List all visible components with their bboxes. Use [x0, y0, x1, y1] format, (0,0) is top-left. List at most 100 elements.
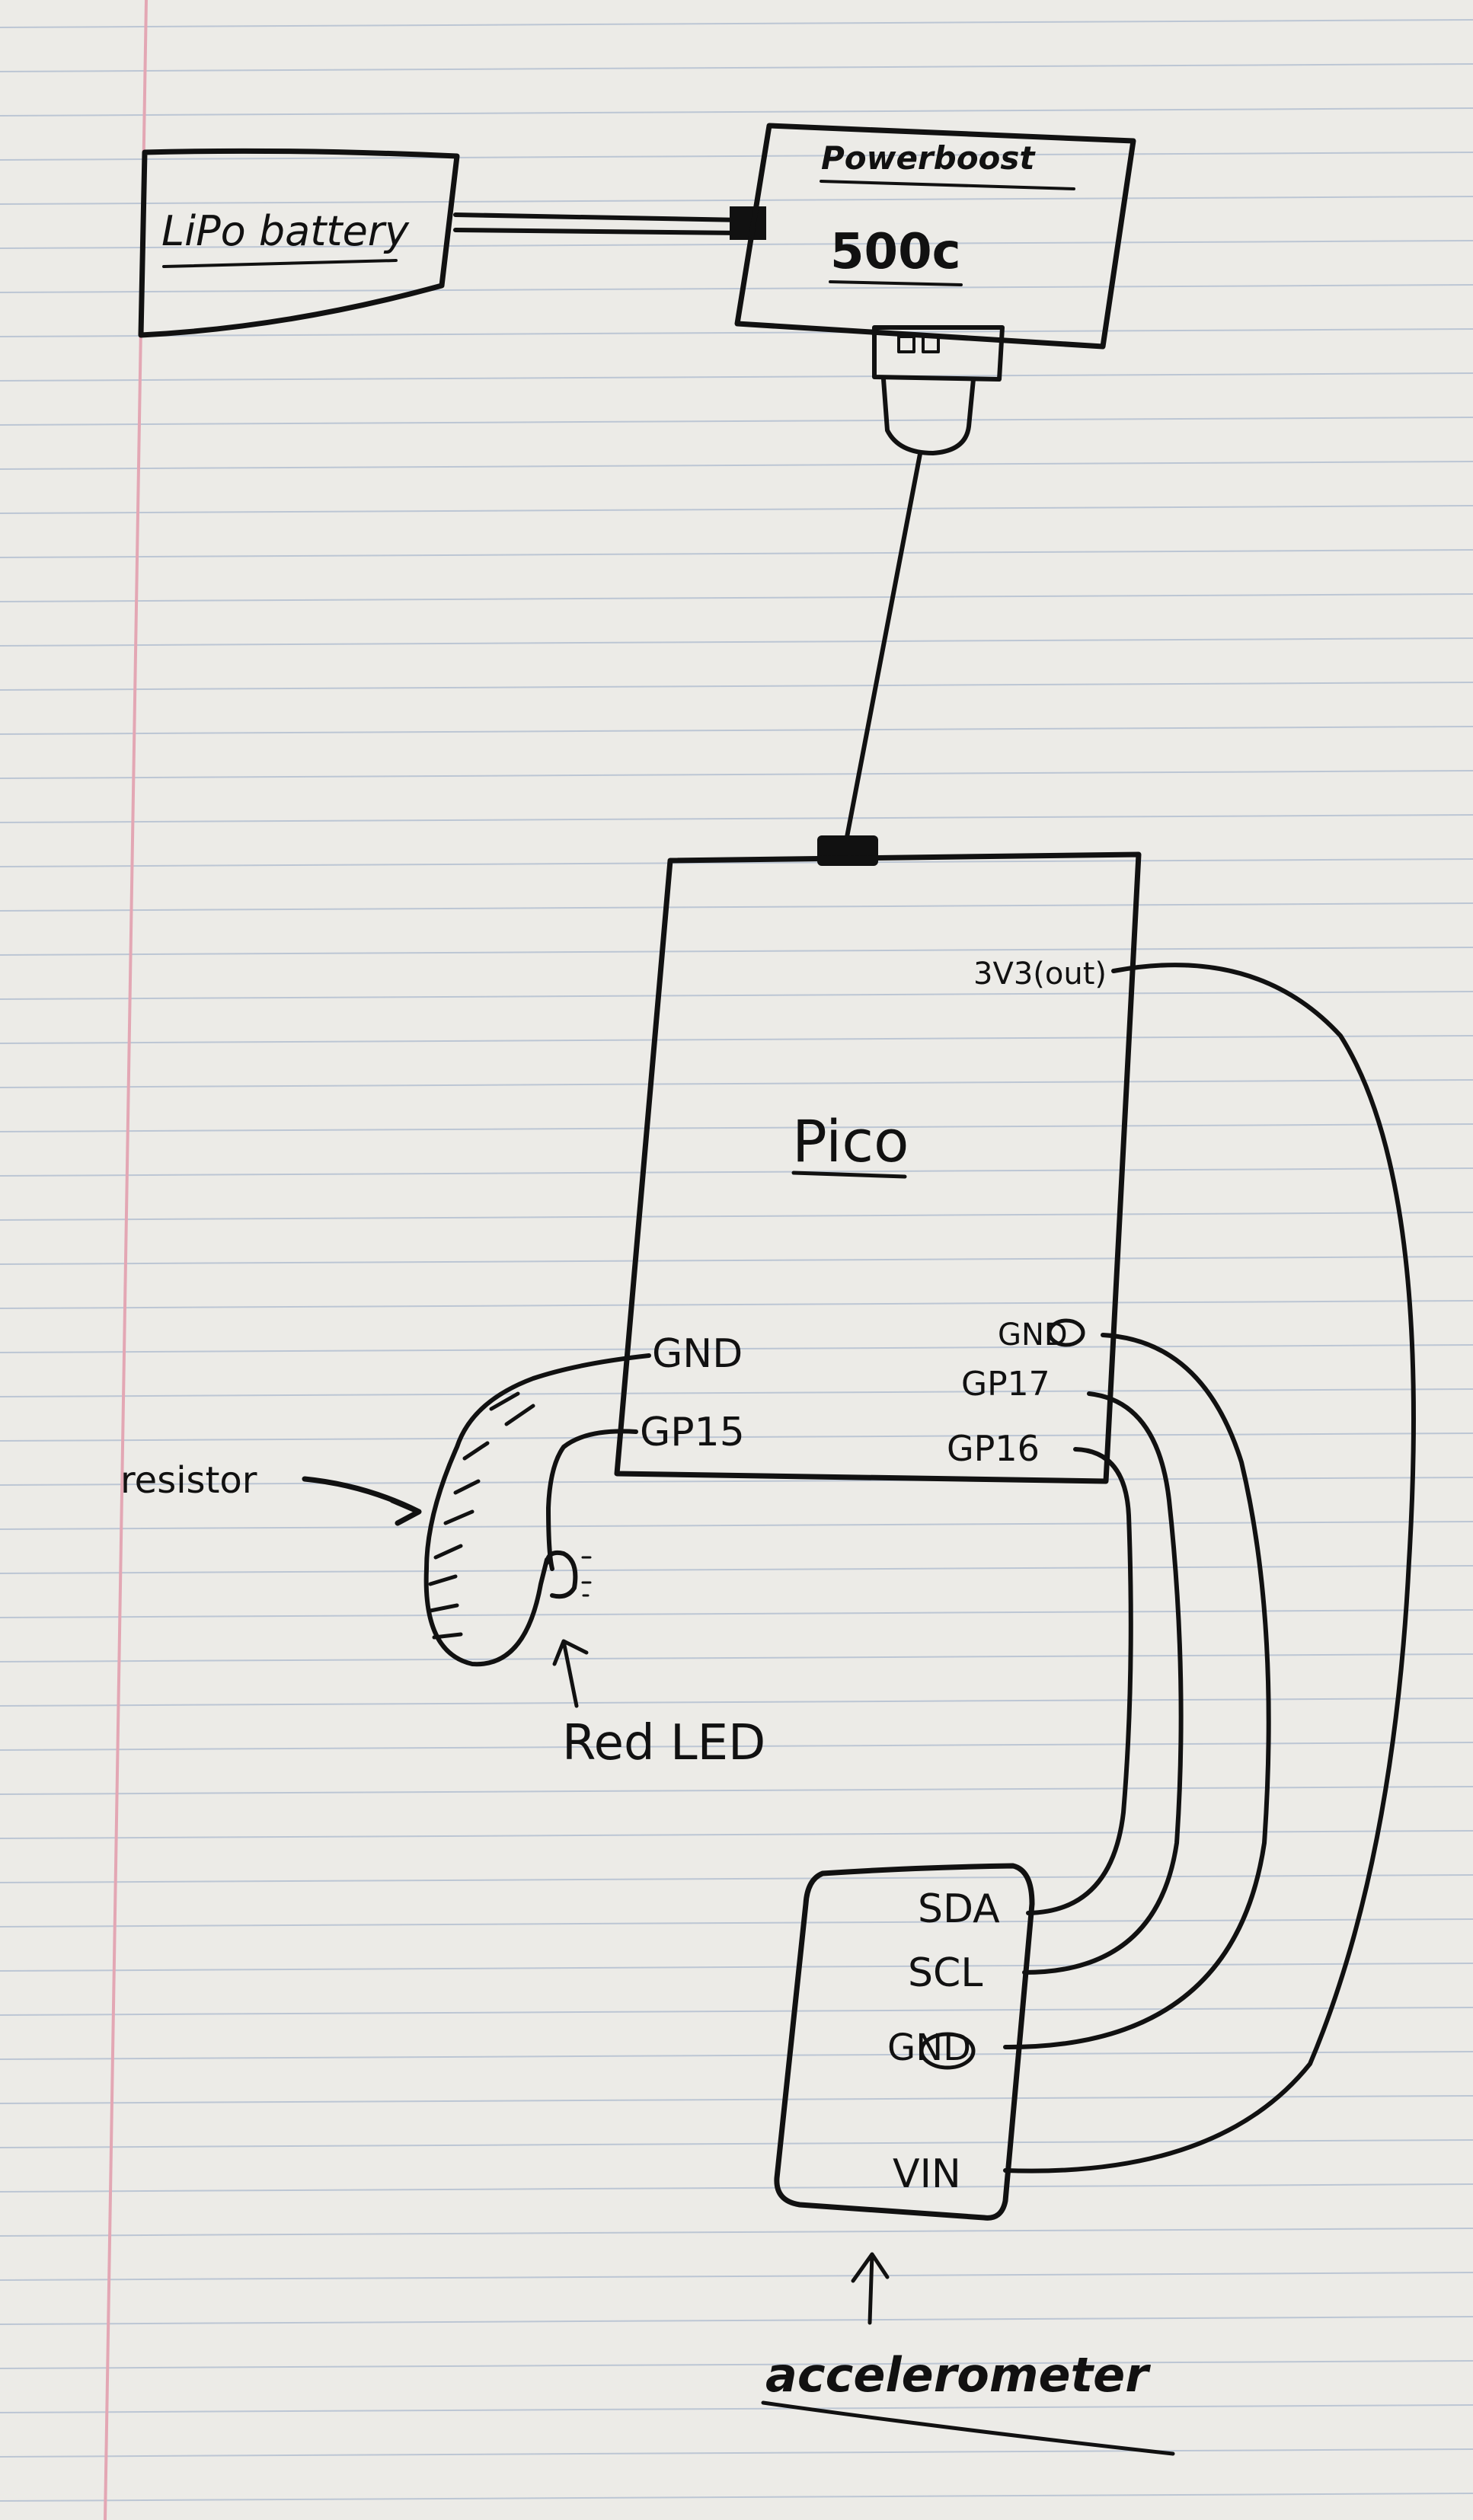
accelerometer-box: [774, 1863, 1035, 2221]
rule-line: [0, 2228, 1473, 2237]
pico-board: Pico 3V3(out) GND GP17 GP16 GND GP15: [614, 851, 1142, 1484]
rule-line: [0, 947, 1473, 956]
rule-line: [0, 2316, 1473, 2325]
pico-pin-gp16: GP16: [947, 1428, 1040, 1469]
led-icon: [545, 1550, 578, 1599]
rule-line: [0, 1786, 1473, 1795]
rule-line: [0, 107, 1473, 117]
rule-line: [0, 152, 1473, 161]
led-label: Red LED: [562, 1715, 765, 1771]
rule-line: [0, 858, 1473, 867]
rule-line: [0, 1963, 1473, 1972]
pico-box: [614, 851, 1142, 1484]
rule-line: [0, 726, 1473, 735]
accel-pin-sda: SDA: [918, 1886, 1000, 1932]
pico-pin-gp15: GP15: [640, 1410, 745, 1455]
rule-line: [0, 372, 1473, 382]
wire-gp16-sda: [1026, 1447, 1133, 1915]
rule-line: [0, 2007, 1473, 2016]
rule-line: [0, 2404, 1473, 2413]
i2c-wires: [919, 963, 1416, 2173]
rule-line: [0, 1477, 1473, 1486]
battery-label: LiPo battery: [161, 207, 410, 255]
rule-line: [0, 417, 1473, 426]
rule-line: [0, 682, 1473, 691]
rule-line: [0, 2183, 1473, 2193]
wire-gnd-gnd: [1003, 1333, 1271, 2050]
rule-line: [0, 2095, 1473, 2104]
wire-3v3-vin: [1003, 963, 1416, 2173]
rule-line: [0, 2051, 1473, 2060]
rule-line: [0, 1344, 1473, 1353]
rule-line: [0, 637, 1473, 647]
rule-line: [0, 1565, 1473, 1574]
rule-line: [0, 1212, 1473, 1221]
battery-label-underline: [162, 259, 398, 268]
accelerometer-label: accelerometer: [765, 2347, 1151, 2403]
pico-gnd-scribble: [1047, 1318, 1085, 1347]
rule-line: [0, 1521, 1473, 1530]
pico-label-underline: [791, 1171, 907, 1179]
powerboost: Powerboost 500c: [734, 123, 1136, 455]
pico-pin-gnd-left: GND: [652, 1331, 743, 1377]
pico-pin-gp17: GP17: [961, 1365, 1050, 1404]
usb-connector-icon: [872, 325, 1005, 455]
resistor-arrow: [302, 1476, 422, 1526]
powerboost-box: [734, 123, 1136, 350]
led-rays: [581, 1556, 592, 1597]
margin-line: [104, 0, 148, 2520]
rule-line: [0, 1256, 1473, 1265]
ruled-lines: [0, 19, 1473, 2502]
pico-pin-3v3: 3V3(out): [973, 957, 1107, 992]
rule-line: [0, 549, 1473, 558]
powerboost-label-line1: Powerboost: [821, 139, 1036, 177]
battery-box: [138, 148, 460, 338]
rule-line: [0, 991, 1473, 1000]
rule-line: [0, 2272, 1473, 2281]
rule-line: [0, 593, 1473, 602]
rule-line: [0, 1388, 1473, 1397]
rule-line: [0, 2448, 1473, 2458]
accelerometer-arrow: [851, 2252, 890, 2325]
powerboost-label-line2-underline: [829, 280, 963, 286]
rule-line: [0, 505, 1473, 514]
rule-line: [0, 1079, 1473, 1088]
rule-line: [0, 63, 1473, 72]
rule-line: [0, 1123, 1473, 1132]
rule-line: [0, 1609, 1473, 1618]
rule-line: [0, 461, 1473, 470]
accelerometer-label-underline: [761, 2400, 1175, 2456]
rule-line: [0, 1830, 1473, 1839]
rule-line: [0, 1698, 1473, 1707]
led-gp15-wire: [546, 1429, 638, 1571]
battery-wire: [453, 206, 766, 240]
rule-line: [0, 19, 1473, 28]
wire-gp17-scl: [1022, 1391, 1184, 1975]
resistor-symbol: [428, 1391, 535, 1640]
rule-line: [0, 2493, 1473, 2502]
rule-line: [0, 814, 1473, 823]
powerboost-label-line2: 500c: [830, 224, 961, 280]
rule-line: [0, 2360, 1473, 2369]
rule-line: [0, 240, 1473, 249]
resistor-label: resistor: [120, 1459, 257, 1502]
led-gnd-wire: [423, 1353, 651, 1667]
accel-pin-vin: VIN: [893, 2151, 961, 2197]
rule-line: [0, 1653, 1473, 1662]
rule-line: [0, 196, 1473, 205]
powerboost-label-underline: [820, 180, 1075, 190]
rule-line: [0, 1300, 1473, 1309]
usb-cable: [842, 452, 922, 855]
accel-pin-scl: SCL: [908, 1950, 983, 1996]
rule-line: [0, 1874, 1473, 1883]
rule-line: [0, 902, 1473, 912]
jst-connector: [730, 206, 766, 240]
led-arrow: [552, 1639, 589, 1708]
rule-line: [0, 2139, 1473, 2148]
rule-line: [0, 284, 1473, 293]
lipo-battery: LiPo battery: [138, 148, 460, 338]
pico-usb-port: [817, 835, 878, 866]
led-circuit: [423, 1353, 651, 1667]
